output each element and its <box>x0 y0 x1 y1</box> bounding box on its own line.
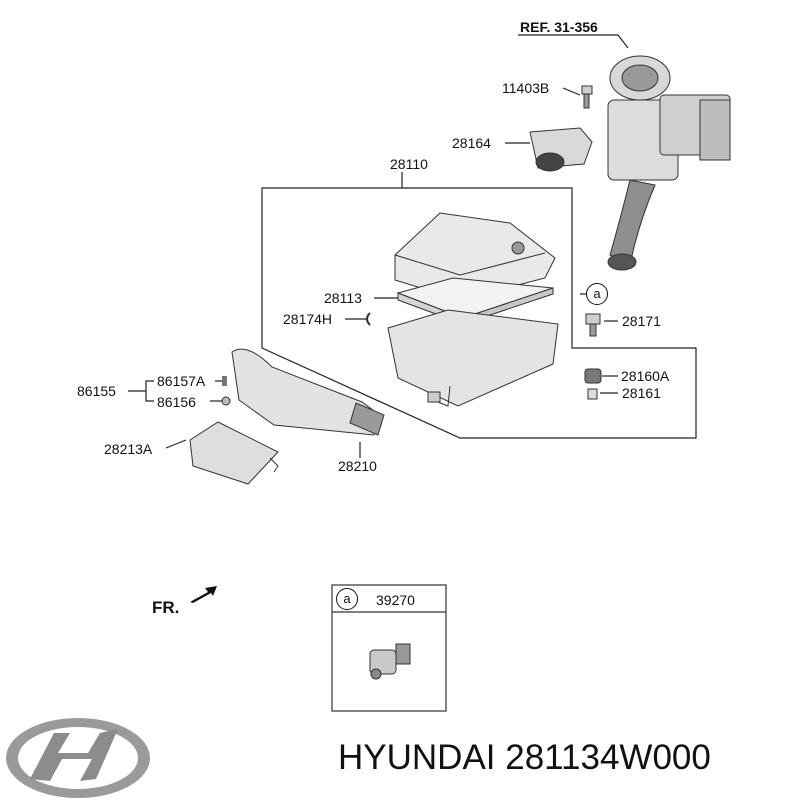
bolt-28171-drawing <box>585 313 601 337</box>
cover-28213A-drawing <box>189 421 279 485</box>
part-label-86156: 86156 <box>157 394 196 410</box>
sensor-28164-drawing <box>529 127 593 172</box>
brand-part-number: HYUNDAI 281134W000 <box>338 738 711 777</box>
inset-box <box>331 584 447 712</box>
throttle-assembly-drawing <box>607 55 731 271</box>
bolt-11403B-drawing <box>581 85 593 109</box>
grommet-28160A-drawing <box>584 368 602 384</box>
bracket-86155 <box>145 380 154 402</box>
air-cleaner-lower-case-drawing <box>387 309 559 407</box>
sensor-39270-drawing <box>369 643 411 680</box>
bolt-86157A-drawing <box>222 376 227 386</box>
part-label-28174H: 28174H <box>283 311 333 327</box>
part-label-86157A: 86157A <box>157 373 206 389</box>
part-label-28210: 28210 <box>338 458 377 474</box>
bracket-28110 <box>261 172 697 439</box>
part-label-28171: 28171 <box>622 313 661 329</box>
washer-86156-drawing <box>221 396 231 406</box>
part-label-28110: 28110 <box>390 156 428 172</box>
clip-28174H-drawing <box>366 312 371 326</box>
inset-part-label-39270: 39270 <box>376 592 415 608</box>
part-label-86155: 86155 <box>77 383 116 399</box>
part-label-28161: 28161 <box>622 385 661 401</box>
part-label-28164: 28164 <box>452 135 491 151</box>
front-arrow-icon <box>190 586 217 603</box>
leader-28213A <box>165 439 187 449</box>
ref-label: REF. 31-356 <box>520 19 598 35</box>
inset-marker-a: a <box>336 588 358 610</box>
marker-a: a <box>586 283 608 305</box>
part-label-11403B: 11403B <box>502 80 550 96</box>
front-label: FR. <box>152 598 180 617</box>
hyundai-logo-icon <box>6 718 150 798</box>
air-cleaner-cover-drawing <box>394 212 556 301</box>
part-label-28160A: 28160A <box>621 368 670 384</box>
part-label-28213A: 28213A <box>104 441 153 457</box>
intake-duct-drawing <box>231 348 385 436</box>
part-label-28113: 28113 <box>324 290 362 306</box>
ref-leader <box>617 34 629 49</box>
collar-28161-drawing <box>587 388 598 400</box>
leader-11403B <box>562 87 581 96</box>
